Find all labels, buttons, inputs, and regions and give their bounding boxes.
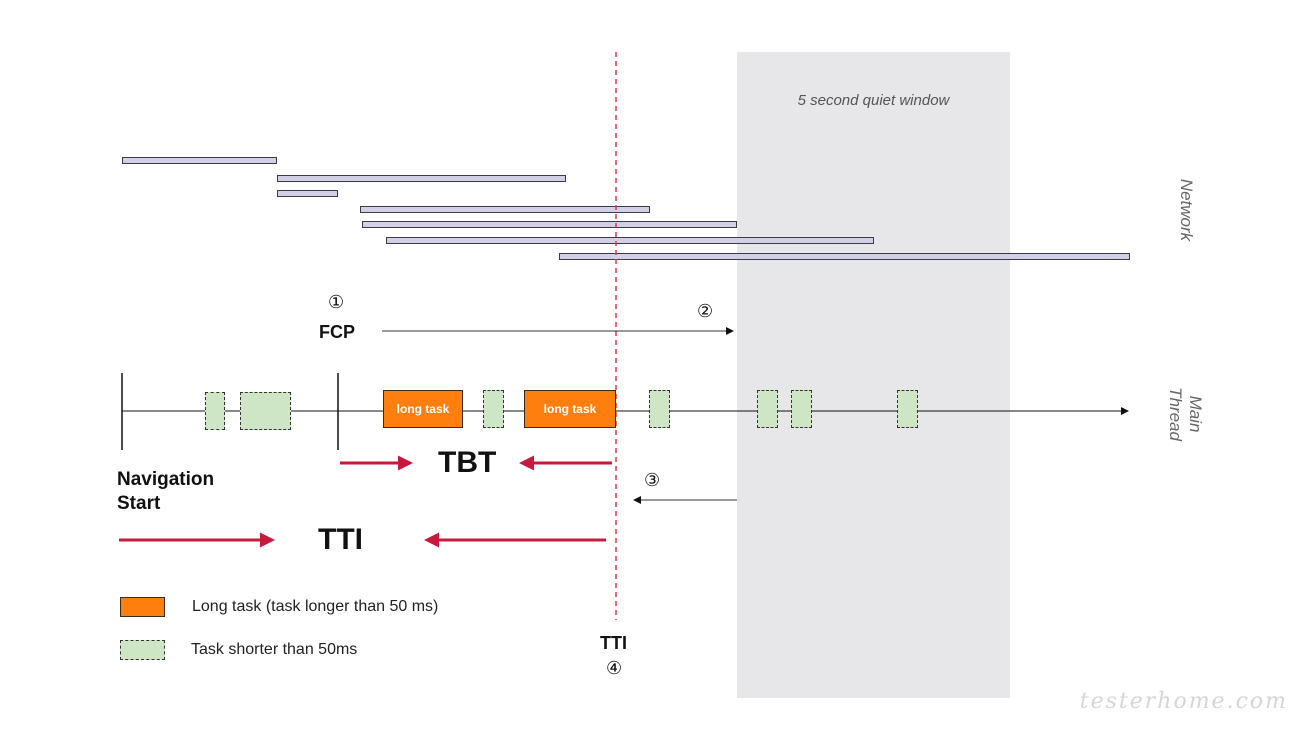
- short-task: [757, 390, 778, 428]
- main-thread-label-line1: Main: [1186, 395, 1205, 433]
- navigation-start-line2: Start: [117, 493, 161, 514]
- quiet-window-label: 5 second quiet window: [797, 92, 950, 109]
- long-task: long task: [383, 390, 463, 428]
- network-request-bar: [122, 157, 277, 164]
- navigation-start-line1: Navigation: [117, 469, 215, 490]
- short-task: [483, 390, 504, 428]
- tti-marker-label: TTI: [600, 633, 627, 653]
- short-task: [791, 390, 812, 428]
- network-request-bar: [386, 237, 874, 244]
- short-task: [897, 390, 918, 428]
- legend-long-task-swatch: [120, 597, 165, 617]
- step2-number: ②: [697, 301, 714, 322]
- short-task: [205, 392, 225, 430]
- short-task: [240, 392, 291, 430]
- tbt-label: TBT: [438, 446, 497, 479]
- main-thread-label: Main Thread: [1165, 387, 1205, 441]
- fcp-number: ①: [328, 292, 345, 313]
- network-request-bar: [360, 206, 650, 213]
- network-request-bar: [559, 253, 1130, 260]
- network-request-bar: [277, 190, 338, 197]
- main-thread-label-line2: Thread: [1166, 387, 1185, 441]
- tti-metric-label: TTI: [318, 523, 363, 556]
- quiet-window-region: [737, 52, 1010, 698]
- legend-short-task-swatch: [120, 640, 165, 660]
- long-task: long task: [524, 390, 616, 428]
- legend-short-task-text: Task shorter than 50ms: [191, 641, 358, 658]
- tti-number: ④: [606, 658, 623, 679]
- step3-number: ③: [644, 470, 661, 491]
- network-request-bar: [277, 175, 566, 182]
- network-request-bar: [362, 221, 737, 228]
- navigation-start-label: Navigation Start: [117, 468, 214, 516]
- fcp-label: FCP: [319, 322, 355, 342]
- short-task: [649, 390, 670, 428]
- watermark: testerhome.com: [1079, 689, 1288, 714]
- legend-long-task-text: Long task (task longer than 50 ms): [192, 598, 439, 615]
